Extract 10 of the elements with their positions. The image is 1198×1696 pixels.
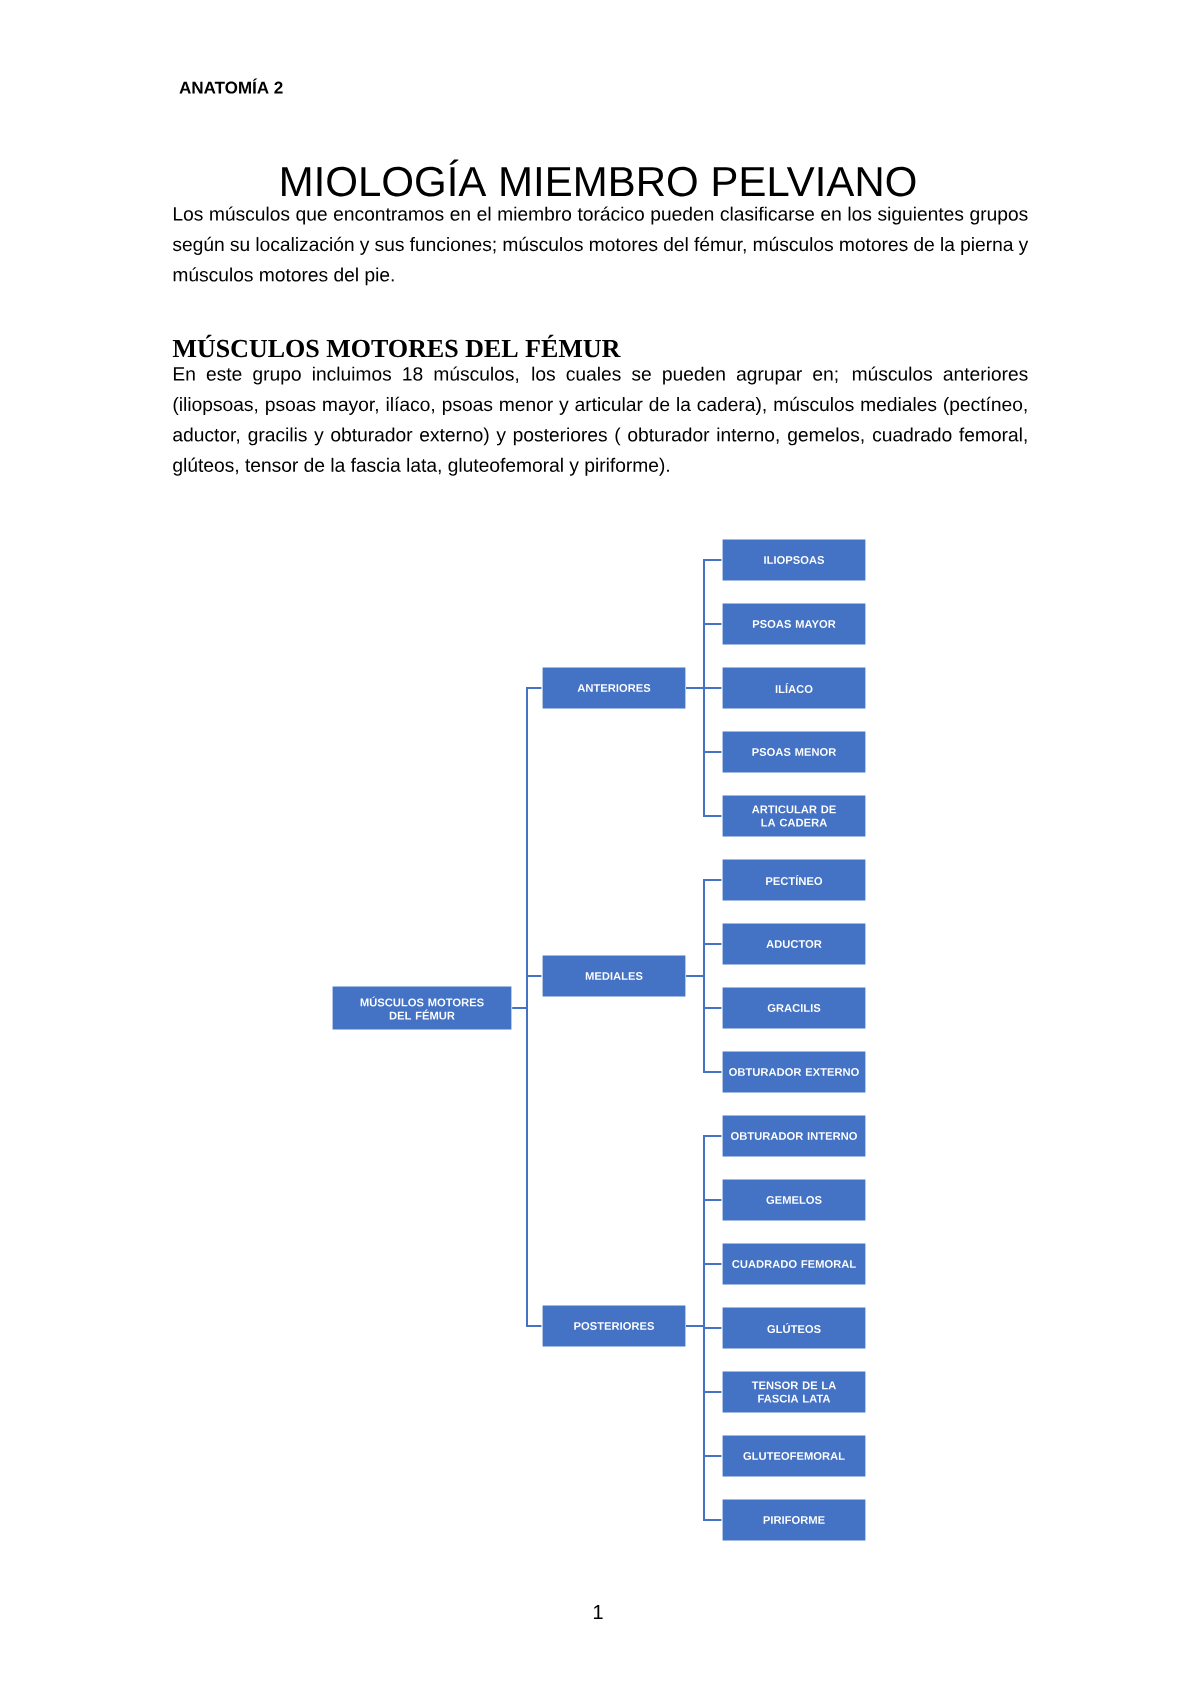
page-header: ANATOMÍA 2 (179, 78, 283, 94)
section-heading: MÚSCULOS MOTORES DEL FÉMUR (172, 334, 621, 358)
page-number: 1 (593, 1605, 603, 1619)
connector-line (685, 1325, 723, 1521)
intro-paragraph: Los músculos que encontramos en el miembro torácico pueden clasificarse en los siguientes grupos según su localización y sus funciones; músculos motores del fémur, músculos motores de la pierna y músculos motores del pie. (172, 206, 1029, 286)
connector-line (685, 687, 723, 817)
page-title: MIOLOGÍA MIEMBRO PELVIANO (282, 159, 916, 197)
connector-line (511, 1007, 543, 1327)
body-paragraph: En este grupo incluimos 18 músculos, los cuales se pueden agrupar en; músculos anteriores (iliopsoas, psoas mayor, ilíaco, psoas menor y articular de la cadera), músculos mediales (pectíneo, aductor, gracilis y obturador externo) y posteriores ( obturador interno, gemelos, cuadrado femoral, glúteos, tensor de la fascia lata, gluteofemoral y piriforme). (173, 366, 1028, 476)
connector-line (685, 975, 723, 1073)
